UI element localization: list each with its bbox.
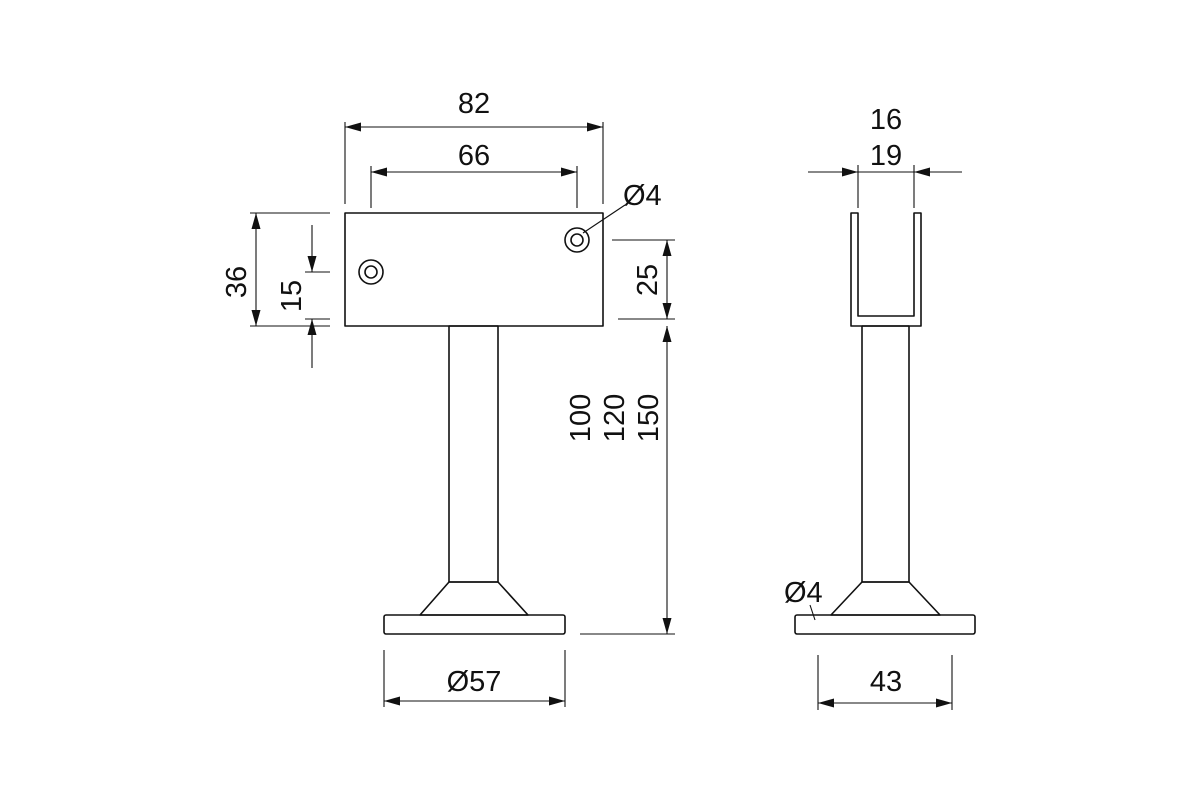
dimension-length: 100 120 150	[565, 326, 675, 635]
screw-hole-right	[564, 227, 590, 253]
base-plate	[383, 614, 566, 635]
u-channel	[850, 212, 922, 327]
dimension-hole-diameter: Ø4	[582, 180, 662, 234]
dim-label-base-diameter: Ø57	[447, 666, 502, 698]
support-post	[448, 325, 499, 583]
dim-label-hole-diameter: Ø4	[623, 180, 662, 212]
dim-label-82: 82	[458, 88, 490, 120]
side-flange-cone	[830, 581, 941, 616]
dim-label-length-3: 150	[633, 394, 665, 442]
dim-label-base-hole: Ø4	[784, 577, 823, 609]
dim-label-25: 25	[632, 264, 664, 296]
dim-label-43: 43	[870, 666, 902, 698]
dimension-43: 43	[817, 655, 953, 710]
dim-label-16: 16	[870, 104, 902, 136]
dimension-66: 66	[370, 140, 578, 208]
dim-label-19: 19	[870, 140, 902, 172]
side-support-post	[861, 325, 910, 583]
dimension-25: 25	[612, 239, 675, 320]
dimension-channel-width: 16 19	[808, 104, 962, 208]
mounting-plate	[344, 212, 604, 327]
side-base-plate	[794, 614, 976, 635]
dim-label-length-2: 120	[599, 394, 631, 442]
flange-cone	[419, 581, 529, 616]
dimension-82: 82	[344, 88, 604, 204]
dimension-base-diameter: Ø57	[383, 650, 566, 707]
screw-hole-left	[358, 259, 384, 285]
dim-label-36: 36	[221, 266, 253, 298]
dim-label-66: 66	[458, 140, 490, 172]
dimension-36: 36	[221, 212, 330, 327]
side-view: 16 19 Ø4 43	[784, 104, 976, 710]
dimension-15: 15	[276, 225, 330, 368]
dim-label-length-1: 100	[565, 394, 597, 442]
dimension-base-hole: Ø4	[784, 577, 823, 621]
dim-label-15: 15	[276, 280, 308, 312]
front-view: 82 66 Ø4 36	[221, 88, 675, 707]
